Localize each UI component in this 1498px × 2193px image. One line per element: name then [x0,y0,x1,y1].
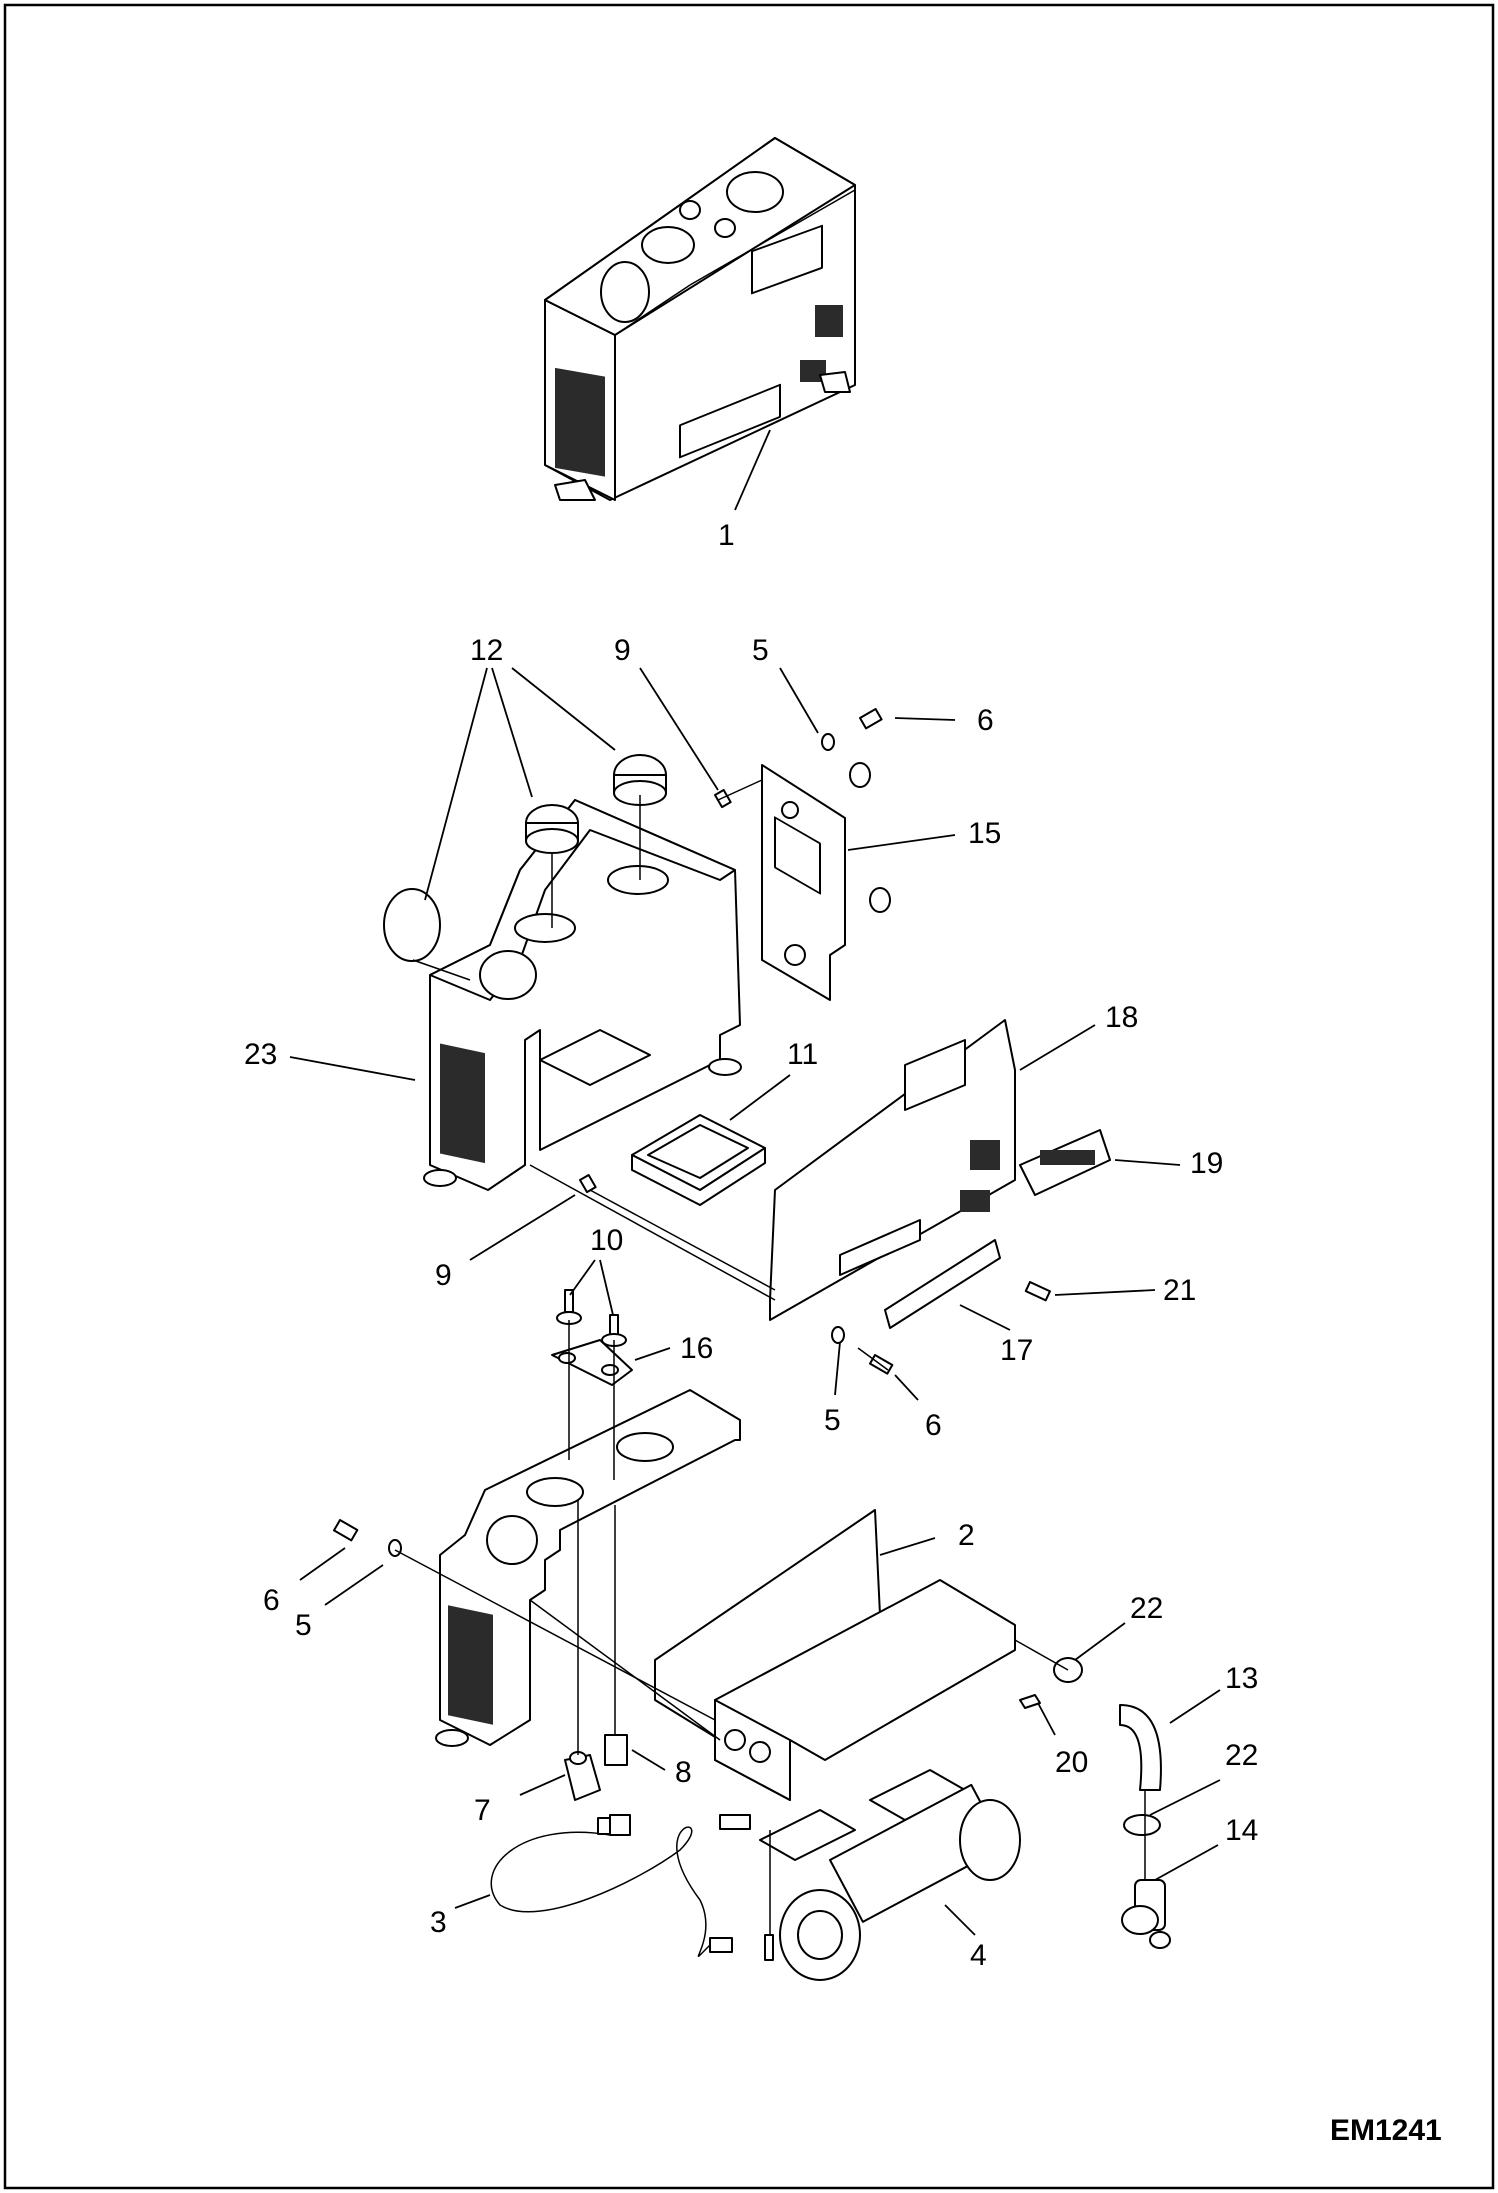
callout-1: 1 [718,519,735,552]
callout-12: 12 [470,634,503,667]
hose-13 [1119,1704,1162,1791]
resistor-8 [604,1734,631,1836]
callout-labels: 1 12 9 5 6 15 23 11 18 19 9 10 16 21 17 … [244,519,1258,1972]
callout-5-top: 5 [752,634,769,667]
housing-23 [423,799,742,1191]
callout-8: 8 [675,1756,692,1789]
drawing-id: EM1241 [1330,2114,1442,2147]
callout-9-top: 9 [614,634,631,667]
assembly-lines [394,779,1146,1935]
callout-20: 20 [1055,1746,1088,1779]
callout-9-mid: 9 [435,1259,452,1292]
callout-14: 14 [1225,1814,1258,1847]
diagram-frame [3,3,1495,2190]
callout-11: 11 [787,1038,818,1071]
grille-19 [1019,1129,1111,1196]
callout-17: 17 [1000,1334,1033,1367]
blower-motor-4 [759,1769,1021,1981]
callout-21: 21 [1163,1274,1196,1307]
callout-7: 7 [474,1794,491,1827]
switch-7 [564,1751,601,1801]
gauge-icon [600,171,784,323]
wire-harness-3 [490,1814,751,1957]
callout-19: 19 [1190,1147,1223,1180]
callout-13: 13 [1225,1662,1258,1695]
callout-6-mid: 6 [925,1409,942,1442]
callout-6-top: 6 [977,704,994,737]
blower-housing [714,1579,1016,1801]
callout-22-top: 22 [1130,1592,1163,1625]
callout-6-low: 6 [263,1584,280,1617]
callout-5-mid: 5 [824,1404,841,1437]
valve-14 [1121,1879,1171,1949]
callout-4: 4 [970,1939,987,1972]
side-panel-18 [769,1019,1016,1321]
callout-15: 15 [968,817,1001,850]
fastener-icon [333,708,1051,1961]
callout-5-low: 5 [295,1609,312,1642]
plate-15 [761,762,891,1001]
strip-17 [884,1239,1001,1329]
callout-22-bottom: 22 [1225,1739,1258,1772]
lower-housing [435,1389,741,1747]
callout-23: 23 [244,1038,277,1071]
callout-3: 3 [430,1906,447,1939]
gasket-11 [631,1114,766,1206]
callout-16: 16 [680,1332,713,1365]
callout-10: 10 [590,1224,623,1257]
gauge-icon [383,754,667,962]
leader-lines [289,429,1221,1936]
part-20 [1019,1694,1041,1709]
heater-assembly [544,137,856,501]
callout-2: 2 [958,1519,975,1552]
callout-18: 18 [1105,1001,1138,1034]
bracket-16 [551,1289,633,1386]
